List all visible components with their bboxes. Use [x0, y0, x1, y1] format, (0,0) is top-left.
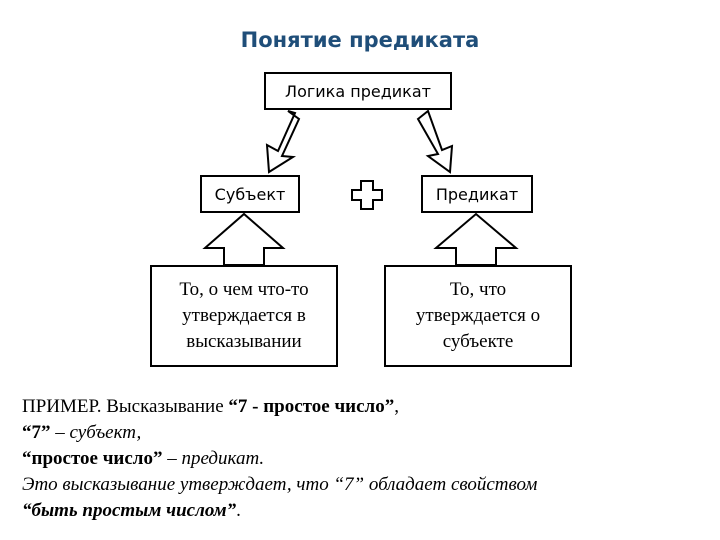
example-statement: “7 - простое число” [228, 396, 395, 417]
predicate-definition-box: То, что утверждается о субъекте [384, 265, 572, 367]
predicate-label: Предикат [435, 184, 519, 204]
example-subject-note: – субъект, [50, 422, 142, 443]
subject-definition-line: высказывании [186, 331, 302, 352]
logic-predicate-label: Логика предикат [285, 81, 431, 101]
subject-definition-line: утверждается в [182, 305, 306, 326]
example-line-3: “простое число” – предикат. [22, 446, 712, 472]
logic-predicate-box: Логика предикат [264, 72, 452, 110]
plus-icon [351, 180, 383, 210]
example-text: ПРИМЕР. Высказывание “7 - простое число”… [22, 394, 712, 524]
example-line-5: “быть простым числом”. [22, 498, 712, 524]
example-property: “быть простым числом” [22, 500, 237, 521]
subject-definition-box: То, о чем что-то утверждается в высказыв… [150, 265, 338, 367]
page-title: Понятие предиката [240, 28, 480, 52]
example-predicate-note: – предикат. [162, 448, 265, 469]
predicate-definition-line: То, что [449, 279, 507, 300]
down-arrow-right [416, 109, 454, 174]
example-comma: , [394, 396, 399, 417]
up-arrow-predicate [433, 212, 519, 266]
example-predicate-term: “простое число” [22, 448, 163, 469]
subject-definition-line: То, о чем что-то [179, 279, 309, 300]
predicate-box: Предикат [421, 175, 533, 213]
example-prefix: ПРИМЕР. Высказывание [22, 396, 229, 417]
subject-label: Субъект [214, 184, 286, 204]
example-subject-term: “7” [22, 422, 51, 443]
example-line-2: “7” – субъект, [22, 420, 712, 446]
subject-box: Субъект [200, 175, 300, 213]
example-line-1: ПРИМЕР. Высказывание “7 - простое число”… [22, 394, 712, 420]
up-arrow-subject [202, 212, 286, 266]
example-period: . [236, 500, 241, 521]
down-arrow-left [265, 110, 301, 174]
example-line-4: Это высказывание утверждает, что “7” обл… [22, 474, 538, 495]
predicate-definition-line: субъекте [442, 331, 514, 352]
predicate-definition-line: утверждается о [415, 305, 541, 326]
